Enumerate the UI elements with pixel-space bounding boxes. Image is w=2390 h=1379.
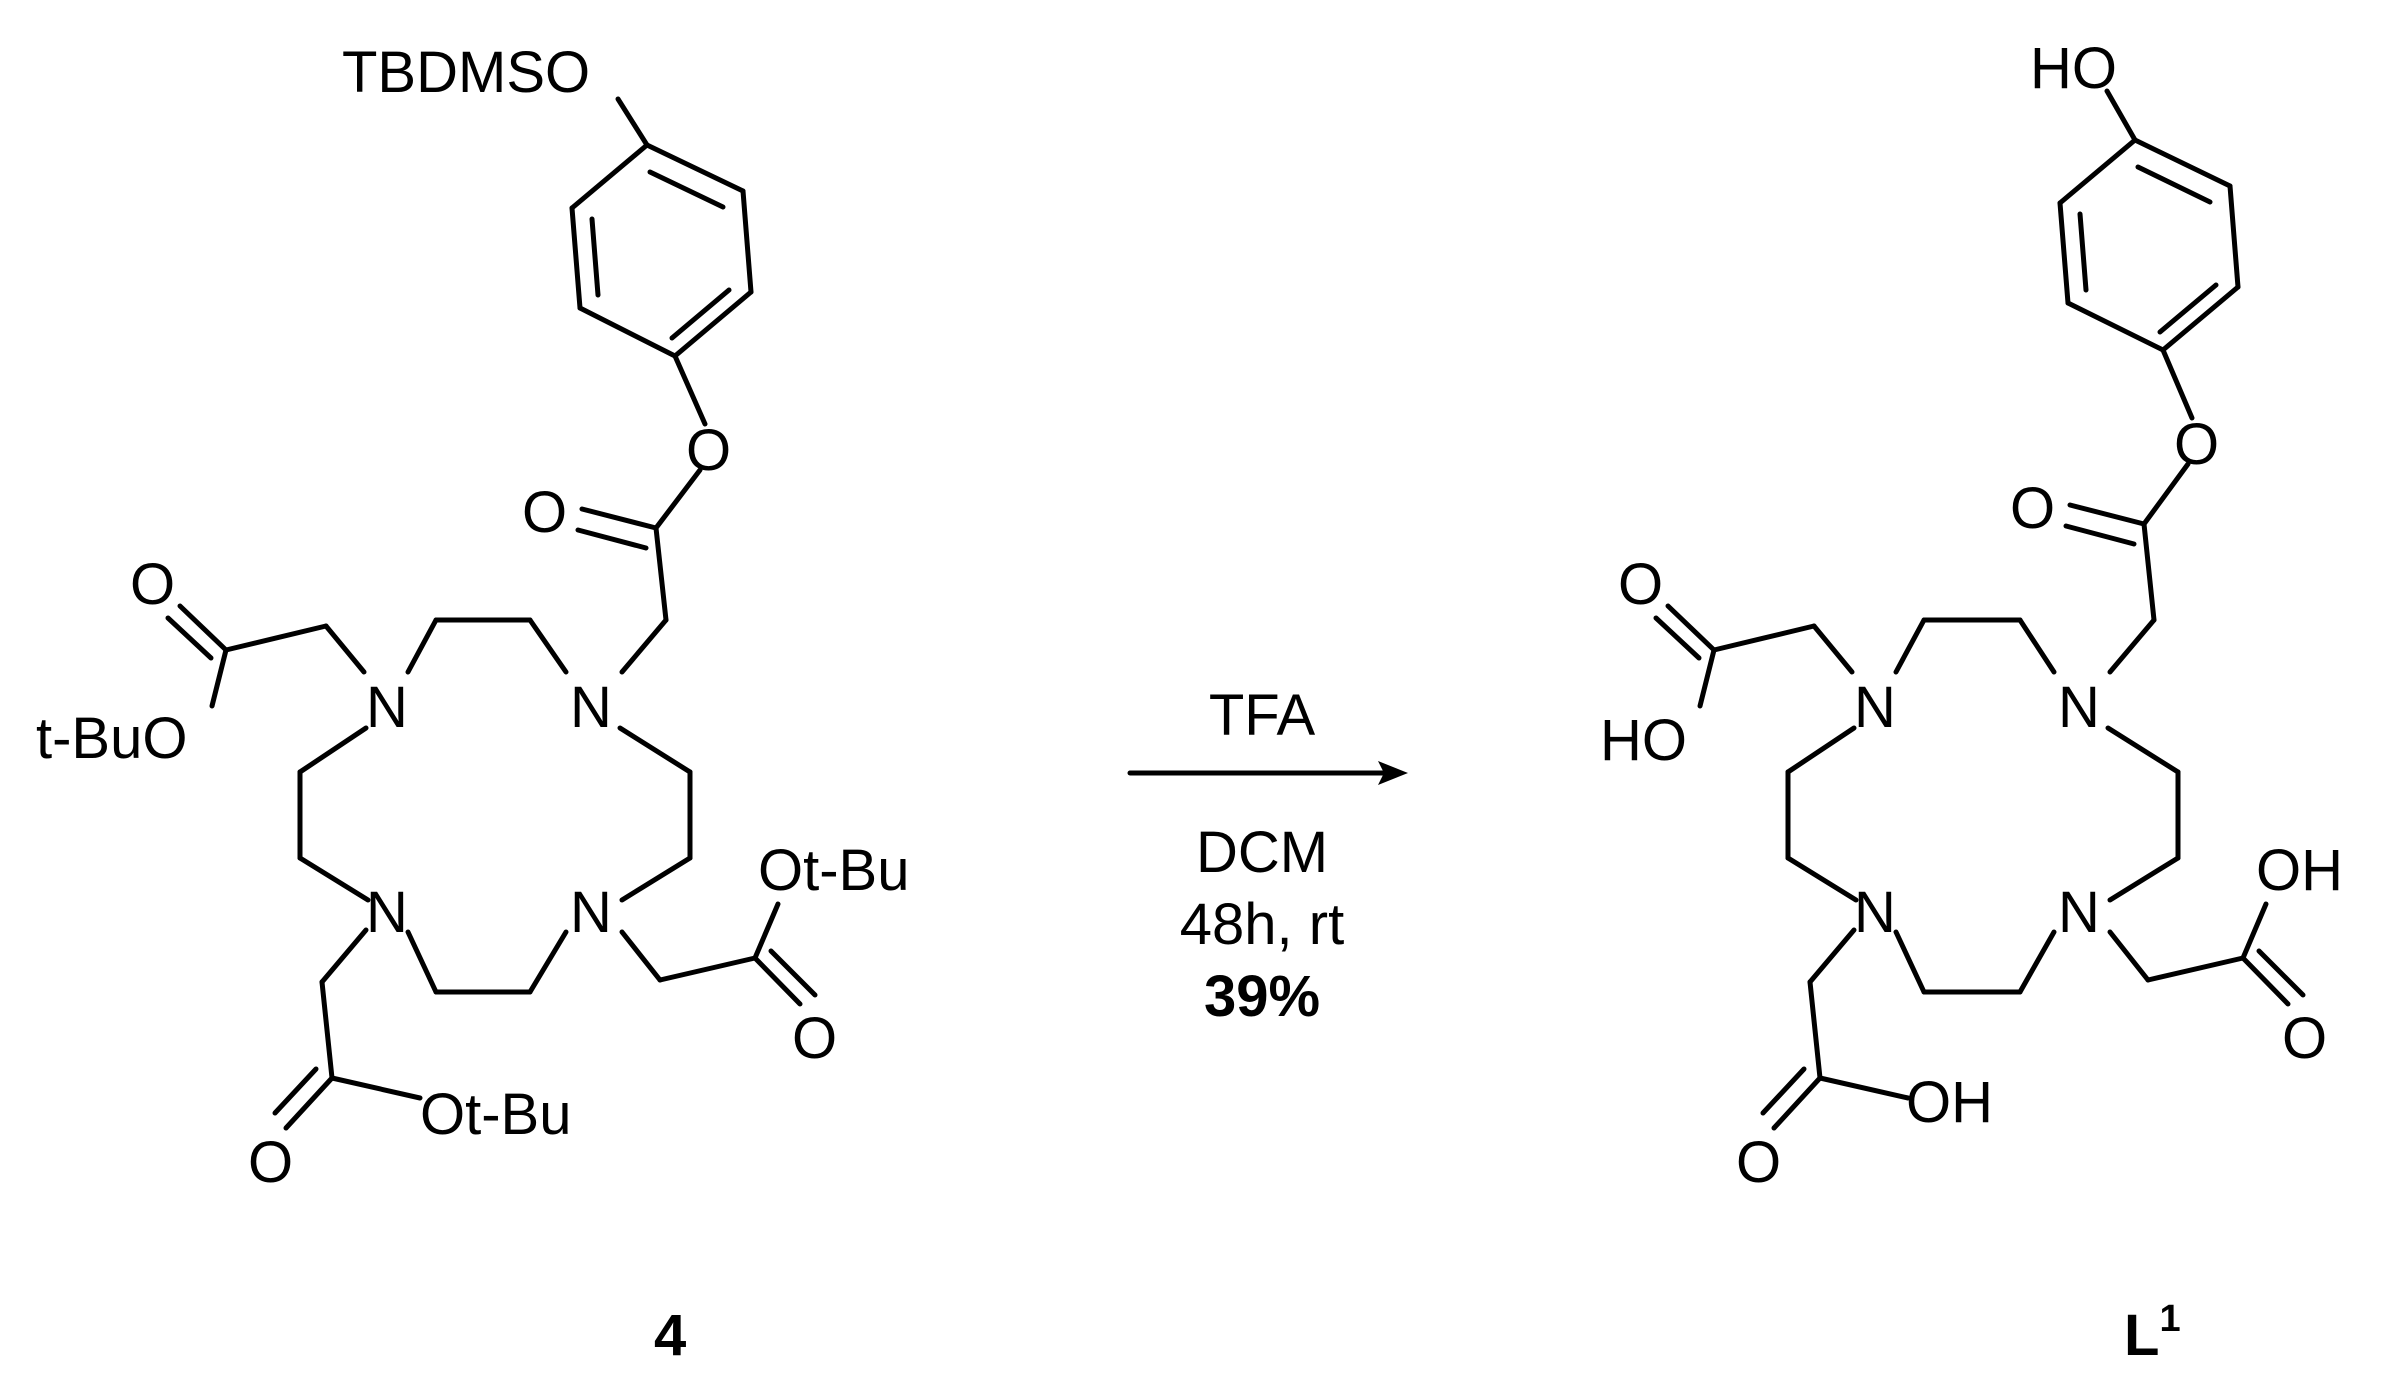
product-label-main: L (2124, 1303, 2159, 1368)
right-ester-label: Ot-Bu (758, 838, 910, 903)
yield-label: 39% (1204, 964, 1320, 1029)
bottom-acid-label: OH (1906, 1070, 1993, 1135)
product-label-superscript: 1 (2159, 1298, 2180, 1340)
reaction-arrow (1127, 761, 1408, 785)
nitrogen-bottom-left: N (366, 880, 408, 945)
left-ester-label: t-BuO (36, 706, 188, 771)
bottom-carbonyl-oxygen-label: O (248, 1130, 293, 1195)
reagent-label: TFA (1209, 683, 1316, 748)
product-bottom-carbonyl-oxygen-label: O (1736, 1130, 1781, 1195)
nitrogen-bottom-right: N (570, 880, 612, 945)
product-bonds (1653, 88, 2306, 1131)
nitrogen-top-left: N (366, 675, 408, 740)
left-acid-label: HO (1600, 708, 1687, 773)
nitrogen-top-right: N (570, 675, 612, 740)
starting-material-structure: TBDMSO O O N N N N O t-BuO Ot-Bu O Ot-Bu… (36, 40, 910, 1195)
starting-material-compound-label: 4 (654, 1303, 686, 1368)
right-carbonyl-oxygen-label: O (792, 1006, 837, 1071)
phenol-label: HO (2030, 36, 2117, 101)
product-left-carbonyl-oxygen-label: O (1618, 552, 1663, 617)
product-nitrogen-top-left: N (1854, 675, 1896, 740)
starting-material-bonds (165, 96, 818, 1131)
product-structure: HO O O N N N N O HO OH O OH O (1600, 36, 2343, 1195)
product-compound-label: L1 (2124, 1298, 2181, 1368)
product-nitrogen-bottom-left: N (1854, 880, 1896, 945)
product-nitrogen-top-right: N (2058, 675, 2100, 740)
solvent-label: DCM (1196, 820, 1328, 885)
product-right-carbonyl-oxygen-label: O (2282, 1006, 2327, 1071)
time-temperature-label: 48h, rt (1180, 892, 1344, 957)
silyl-ether-label: TBDMSO (342, 40, 590, 105)
ester-link-oxygen-label: O (686, 418, 731, 483)
left-carbonyl-oxygen-label: O (130, 552, 175, 617)
product-nitrogen-bottom-right: N (2058, 880, 2100, 945)
ester-carbonyl-oxygen-label: O (522, 480, 567, 545)
product-ester-link-oxygen-label: O (2174, 412, 2219, 477)
right-acid-label: OH (2256, 838, 2343, 903)
product-ester-carbonyl-oxygen-label: O (2010, 476, 2055, 541)
bottom-ester-label: Ot-Bu (420, 1082, 572, 1147)
